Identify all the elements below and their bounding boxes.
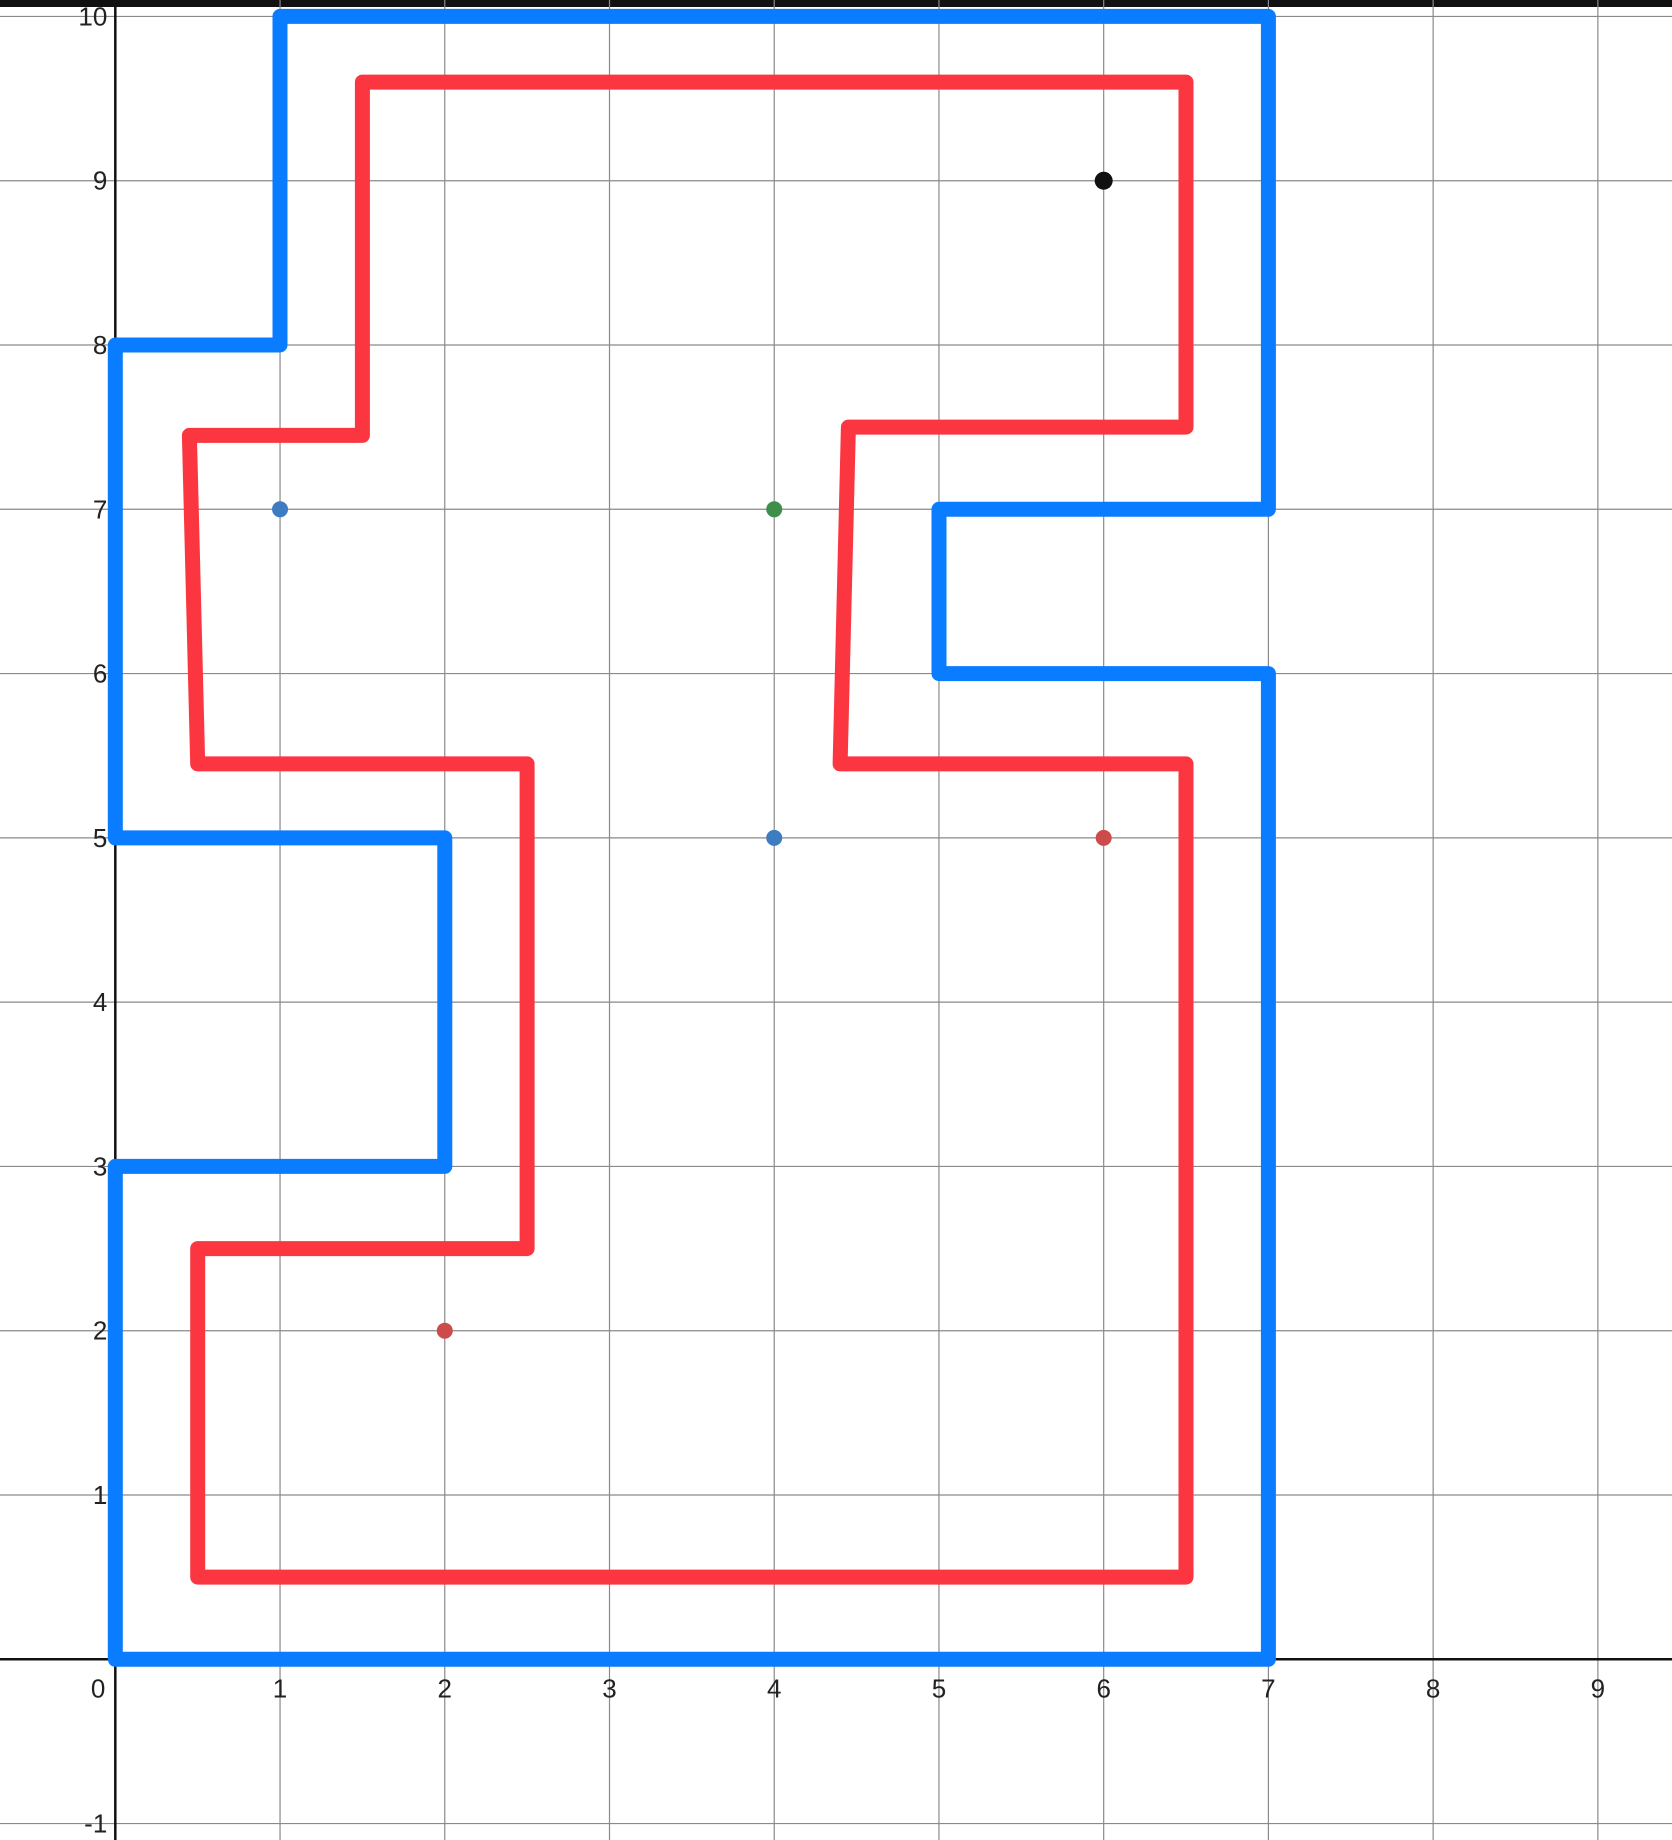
x-tick-label: 2 (438, 1673, 452, 1703)
series-line-1 (181, 74, 1194, 1585)
y-tick-label: 10 (78, 1, 107, 31)
x-tick-label: 5 (932, 1673, 946, 1703)
data-point-4 (1095, 829, 1112, 846)
x-tick-label: 0 (91, 1673, 105, 1703)
y-tick-label: 5 (93, 823, 107, 853)
y-tick-label: 3 (93, 1151, 107, 1181)
y-tick-label: 9 (93, 166, 107, 196)
x-tick-label: 9 (1591, 1673, 1605, 1703)
top-border (0, 0, 1672, 7)
y-tick-label: 7 (93, 494, 107, 524)
x-tick-label: 4 (767, 1673, 781, 1703)
x-tick-label: 7 (1261, 1673, 1275, 1703)
x-tick-label: 3 (602, 1673, 616, 1703)
tick-labels: 0 1 2 3 4 5 6 7 8 9 -1 1 2 3 4 5 6 7 8 9 10 (78, 1, 1605, 1838)
y-tick-label: -1 (84, 1809, 107, 1839)
y-tick-label: 8 (93, 330, 107, 360)
data-point-3 (766, 829, 783, 846)
series-line-0 (107, 8, 1276, 1667)
data-point-2 (766, 501, 783, 518)
y-tick-label: 6 (93, 659, 107, 689)
data-point-5 (436, 1322, 453, 1339)
y-tick-label: 1 (93, 1480, 107, 1510)
data-point-0 (1094, 171, 1113, 190)
y-tick-label: 4 (93, 987, 107, 1017)
x-tick-label: 1 (273, 1673, 287, 1703)
data-point-1 (272, 501, 289, 518)
series-group (107, 8, 1276, 1667)
y-tick-label: 2 (93, 1316, 107, 1346)
x-tick-label: 6 (1096, 1673, 1110, 1703)
x-tick-label: 8 (1426, 1673, 1440, 1703)
points-group (272, 171, 1113, 1339)
